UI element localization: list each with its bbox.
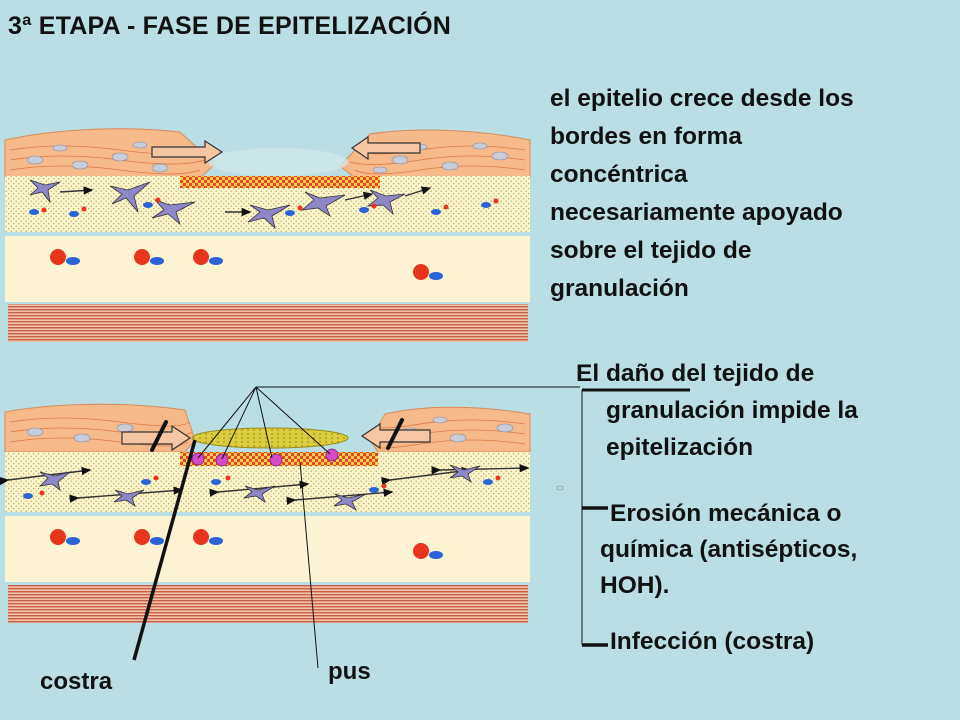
description-line: sobre el tejido de (550, 237, 752, 264)
red-blood-cell (193, 249, 209, 265)
pus-pointer (299, 461, 319, 669)
fibroblast (109, 181, 151, 213)
fibroblast (151, 199, 196, 226)
pus-cell (325, 448, 339, 462)
fibroblast (247, 204, 291, 230)
migration-arrow-right (350, 135, 421, 161)
cause-line: Erosión mecánica o (610, 500, 842, 527)
tissue-panel-bottom (0, 403, 531, 623)
damage-line: granulación impide la (606, 397, 858, 424)
pus-cell (269, 453, 283, 467)
description-line: necesariamente apoyado (550, 199, 843, 226)
tissue-panel-top (4, 128, 531, 342)
fibroblast (113, 489, 145, 508)
page-title: 3ª ETAPA - FASE DE EPITELIZACIÓN (8, 12, 452, 40)
red-blood-cell (50, 249, 66, 265)
cause-line: HOH). (600, 572, 670, 599)
fibroblast (29, 179, 61, 204)
damage-statement: El daño del tejido de granulación impide… (576, 355, 858, 466)
scab (191, 427, 349, 449)
fibroblast (243, 485, 276, 504)
epithelialization-description: el epitelio crece desde los bordes en fo… (550, 80, 955, 308)
label-pus: pus (328, 658, 371, 685)
red-blood-cell (134, 529, 150, 545)
damage-line: El daño del tejido de (576, 360, 815, 387)
fibroblast (38, 471, 71, 491)
white-cell (66, 537, 80, 545)
description-line: el epitelio crece desde los (550, 85, 854, 112)
block-bar-left (150, 420, 168, 452)
white-cell (209, 537, 223, 545)
cause-bracket (581, 388, 690, 647)
damage-line: epitelización (606, 434, 754, 461)
muscle-layer (8, 585, 528, 623)
pus-cell (191, 452, 205, 466)
red-blood-cell (413, 543, 429, 559)
cause-line: química (antisépticos, (600, 536, 858, 563)
fibroblast (366, 189, 406, 216)
white-cell (66, 257, 80, 265)
white-cell (429, 272, 443, 280)
costra-pointer (132, 439, 197, 661)
description-line: concéntrica (550, 161, 688, 188)
pointer-lines (197, 386, 580, 669)
block-bar-right (386, 418, 404, 450)
muscle-layer (8, 304, 528, 342)
white-cell (209, 257, 223, 265)
white-cell (429, 551, 443, 559)
description-line: granulación (550, 275, 689, 302)
white-cell (150, 257, 164, 265)
fibroblast (333, 493, 367, 512)
description-line: bordes en forma (550, 123, 742, 150)
red-blood-cell (134, 249, 150, 265)
red-blood-cell (193, 529, 209, 545)
provisional-matrix (180, 176, 380, 188)
fibroblast (449, 464, 481, 484)
dermis-layer (5, 236, 530, 302)
migration-arrow-left (151, 139, 224, 165)
white-cell (150, 537, 164, 545)
red-blood-cell (413, 264, 429, 280)
pus-cell (215, 453, 229, 467)
fibroblast (300, 191, 346, 218)
red-blood-cell (50, 529, 66, 545)
label-costra: costra (40, 668, 113, 695)
cause-erosion: Erosión mecánica o química (antisépticos… (600, 496, 857, 604)
dermis-layer (5, 516, 530, 582)
cause-infection: Infección (costra) (610, 628, 815, 655)
